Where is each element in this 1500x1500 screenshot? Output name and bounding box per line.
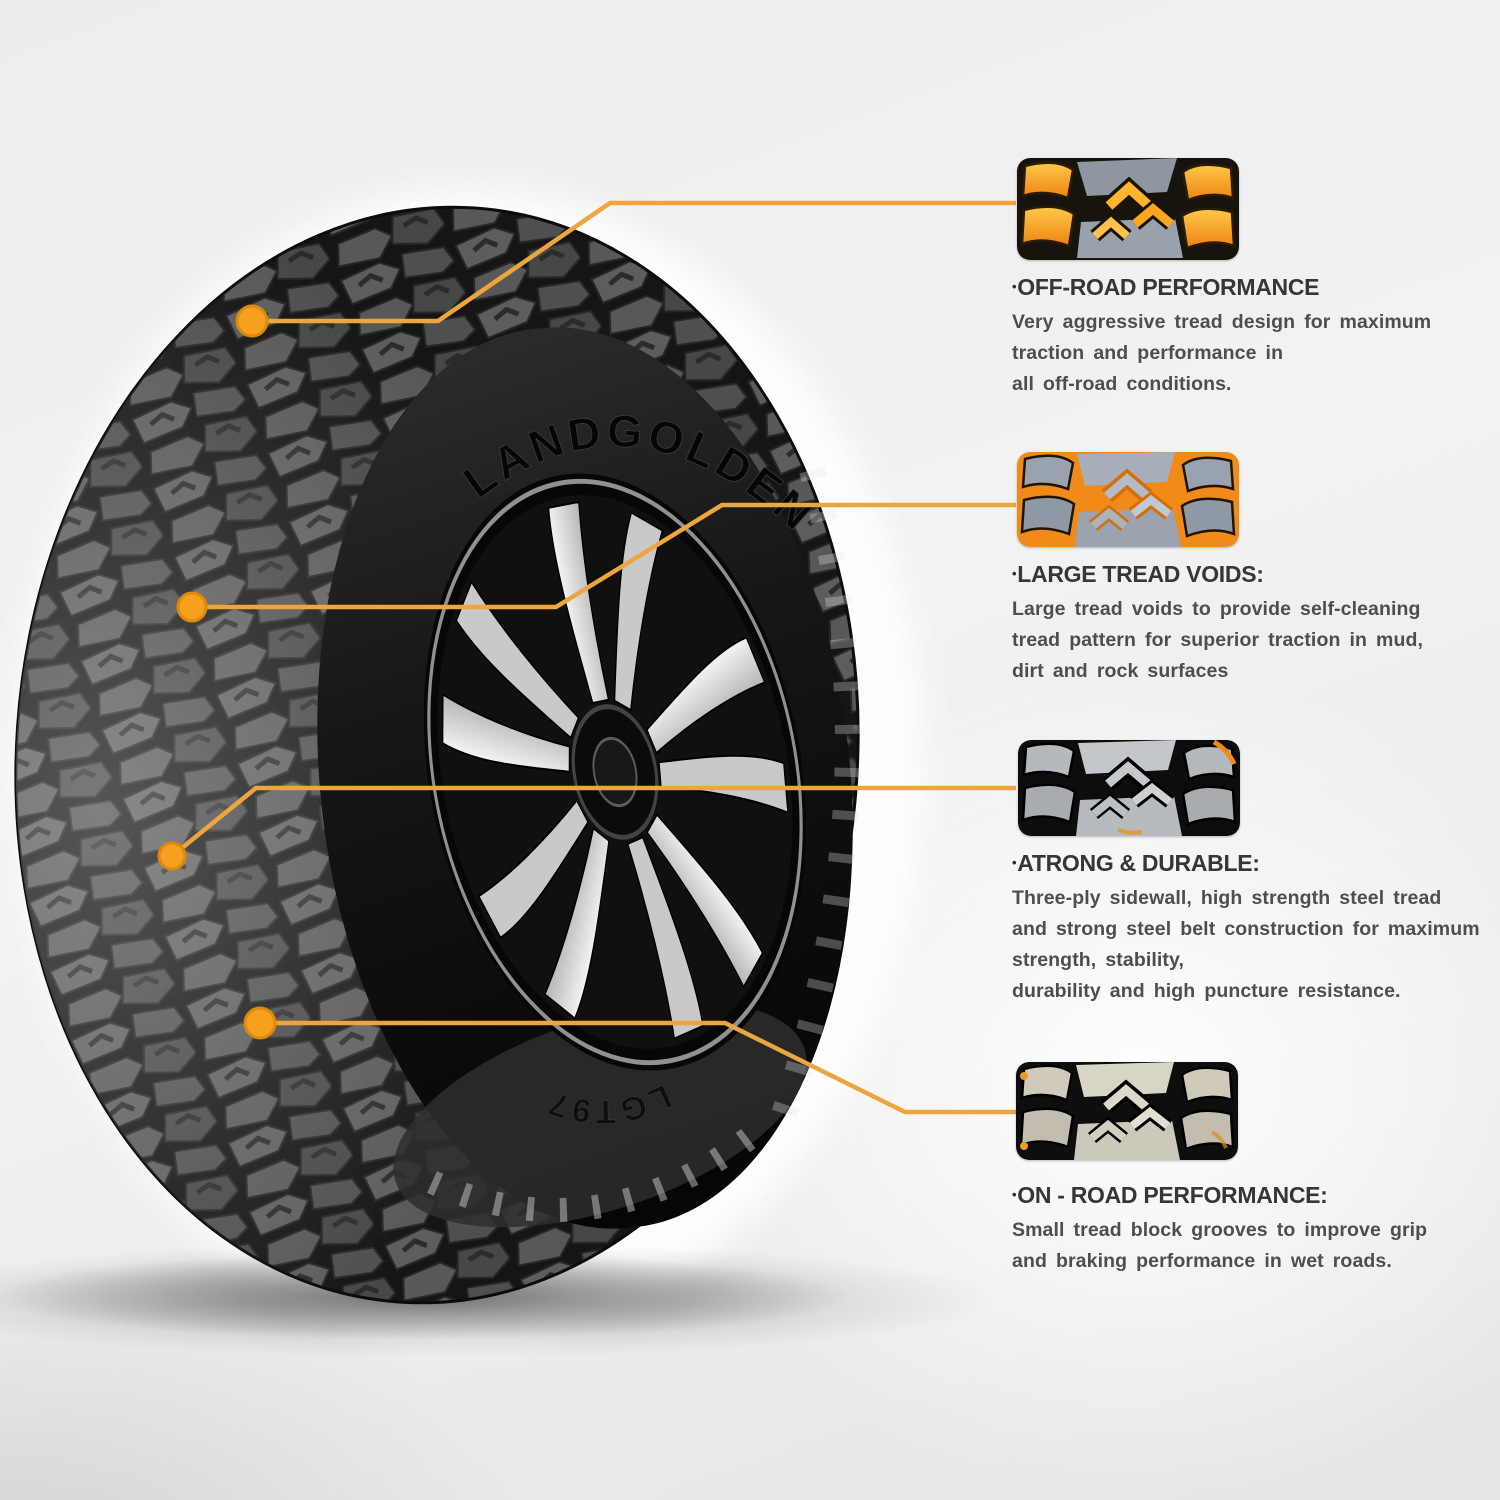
- callout-dot-strong-durable: [157, 841, 187, 871]
- bullet-icon: •: [1012, 566, 1017, 581]
- feature-on-road: •ON - ROAD PERFORMANCE: Small tread bloc…: [1012, 1062, 1482, 1277]
- feature-description: Large tread voids to provide self-cleani…: [1012, 594, 1482, 687]
- feature-title: •ON - ROAD PERFORMANCE:: [1012, 1182, 1482, 1209]
- callout-dot-off-road: [235, 304, 269, 338]
- callout-dots: [157, 304, 277, 1040]
- feature-line: dirt and rock surfaces: [1012, 660, 1229, 682]
- feature-title-text: LARGE TREAD VOIDS:: [1017, 561, 1264, 587]
- bullet-icon: •: [1012, 855, 1017, 870]
- callout-dot-on-road: [243, 1006, 277, 1040]
- feature-line: Very aggressive tread design for maximum: [1012, 311, 1432, 333]
- callout-line-on-road: [260, 1020, 1016, 1115]
- feature-off-road: •OFF-ROAD PERFORMANCE Very aggressive tr…: [1012, 158, 1482, 400]
- feature-line: traction and performance in: [1012, 342, 1284, 364]
- feature-line: tread pattern for superior traction in m…: [1012, 629, 1424, 651]
- feature-title-text: OFF-ROAD PERFORMANCE: [1017, 274, 1320, 300]
- feature-line: strength, stability,: [1012, 949, 1184, 971]
- feature-description: Small tread block grooves to improve gri…: [1012, 1215, 1482, 1277]
- feature-line: all off-road conditions.: [1012, 373, 1232, 395]
- feature-line: and strong steel belt construction for m…: [1012, 918, 1480, 940]
- feature-line: and braking performance in wet roads.: [1012, 1250, 1392, 1272]
- callout-lines: [170, 200, 1016, 1115]
- bullet-icon: •: [1012, 1187, 1017, 1202]
- feature-description: Very aggressive tread design for maximum…: [1012, 307, 1482, 400]
- tread-onroad-icon: [1016, 1062, 1238, 1160]
- tread-sidewall-icon: [1018, 740, 1240, 836]
- bullet-icon: •: [1012, 279, 1017, 294]
- callout-line-strong-durable: [170, 785, 1016, 858]
- tread-offroad-highlight-icon: [1017, 158, 1239, 260]
- feature-line: durability and high puncture resistance.: [1012, 980, 1401, 1002]
- feature-description: Three-ply sidewall, high strength steel …: [1012, 883, 1482, 1007]
- callout-dot-tread-voids: [176, 591, 208, 623]
- feature-title-text: ATRONG & DURABLE:: [1017, 850, 1260, 876]
- callout-line-tread-voids: [192, 502, 1016, 610]
- tread-voids-highlight-icon: [1017, 452, 1239, 547]
- feature-large-tread-voids: •LARGE TREAD VOIDS: Large tread voids to…: [1012, 452, 1482, 687]
- feature-title-text: ON - ROAD PERFORMANCE:: [1017, 1182, 1328, 1208]
- feature-title: •OFF-ROAD PERFORMANCE: [1012, 274, 1482, 301]
- feature-line: Small tread block grooves to improve gri…: [1012, 1219, 1428, 1241]
- feature-title: •ATRONG & DURABLE:: [1012, 850, 1482, 877]
- feature-strong-durable: •ATRONG & DURABLE: Three-ply sidewall, h…: [1012, 740, 1482, 1007]
- feature-line: Three-ply sidewall, high strength steel …: [1012, 887, 1442, 909]
- feature-line: Large tread voids to provide self-cleani…: [1012, 598, 1421, 620]
- wheel: [423, 473, 807, 1071]
- callout-line-off-road: [252, 200, 1016, 324]
- feature-title: •LARGE TREAD VOIDS:: [1012, 561, 1482, 588]
